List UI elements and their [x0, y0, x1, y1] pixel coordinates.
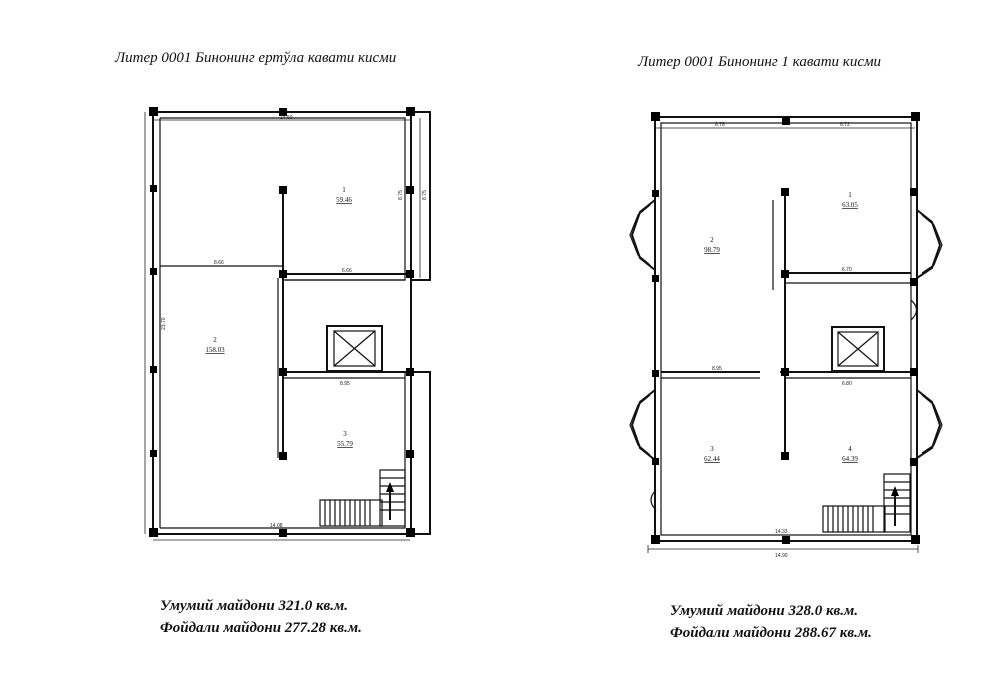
- left-columns: [149, 107, 415, 537]
- right-room1-area: 63.05: [842, 201, 858, 209]
- right-door-arc: [910, 299, 918, 321]
- plan-right: 6.78 6.72 14.33 14.90 6.70 6.80 8.95 1 6…: [629, 112, 943, 559]
- plan-right-useful-area: Фойдали майдони 288.67 кв.м.: [670, 625, 872, 641]
- right-bay-right-bottom: [916, 389, 942, 459]
- right-bay-right-top: [916, 209, 942, 279]
- left-dim-inner-2: 6.66: [342, 268, 352, 274]
- left-inner-bottom: [160, 372, 406, 529]
- plan-left: 14.50 14.08 8.66 6.66 8.95 23.70 8.75 8.…: [144, 107, 432, 541]
- right-room4-area: 64.39: [842, 455, 858, 463]
- right-bay-left-bottom: [630, 389, 656, 461]
- left-dim-right-1: 8.75: [398, 190, 404, 200]
- right-dim-bottom: 14.33: [775, 529, 788, 535]
- left-dim-top: 14.50: [280, 115, 293, 121]
- plan-right-total-area: Умумий майдони 328.0 кв.м.: [670, 603, 859, 619]
- right-room3-area: 62.44: [704, 455, 720, 463]
- plan-left-total-area: Умумий майдони 321.0 кв.м.: [160, 598, 349, 614]
- left-room1-number: 1: [342, 186, 346, 194]
- left-dim-right-2: 8.75: [422, 190, 428, 200]
- left-door-arc: [650, 489, 657, 511]
- right-room3-number: 3: [710, 445, 714, 453]
- left-room3-area: 55.79: [337, 440, 353, 448]
- right-dim-inner-3: 8.95: [712, 366, 722, 372]
- left-dim-left: 23.70: [161, 317, 167, 330]
- left-stairs: [319, 469, 406, 527]
- left-elevator: [326, 325, 383, 372]
- left-room1-area: 59.46: [336, 196, 352, 204]
- right-bay-left-top: [630, 199, 656, 271]
- right-room4-number: 4: [848, 445, 852, 453]
- right-dim-outer-bottom: 14.90: [775, 553, 788, 559]
- right-elevator: [831, 326, 885, 372]
- plan-left-totals: Умумий майдони 321.0 кв.м. Фойдали майдо…: [160, 595, 362, 639]
- left-room2-number: 2: [213, 336, 217, 344]
- right-room2-number: 2: [710, 236, 714, 244]
- left-room3-number: 3: [343, 430, 347, 438]
- right-stairs: [822, 473, 911, 533]
- right-dim-top-left: 6.78: [715, 122, 725, 128]
- left-dim-inner-3: 8.95: [340, 381, 350, 387]
- plan-left-useful-area: Фойдали майдони 277.28 кв.м.: [160, 620, 362, 636]
- right-columns: [651, 112, 920, 544]
- right-dim-inner-1: 6.70: [842, 267, 852, 273]
- plan-right-title: Литер 0001 Бинонинг 1 кавати кисми: [638, 54, 882, 70]
- right-room1-number: 1: [848, 191, 852, 199]
- right-dim-inner-2: 6.80: [842, 381, 852, 387]
- plan-left-title: Литер 0001 Бинонинг ертўла кавати кисми: [115, 50, 397, 66]
- left-room2-area: 158.03: [205, 346, 225, 354]
- plan-right-totals: Умумий майдони 328.0 кв.м. Фойдали майдо…: [670, 600, 872, 644]
- right-room2-area: 98.79: [704, 246, 720, 254]
- left-dim-bottom: 14.08: [270, 523, 283, 529]
- left-dim-inner-1: 8.66: [214, 260, 224, 266]
- right-dim-top-right: 6.72: [840, 122, 850, 128]
